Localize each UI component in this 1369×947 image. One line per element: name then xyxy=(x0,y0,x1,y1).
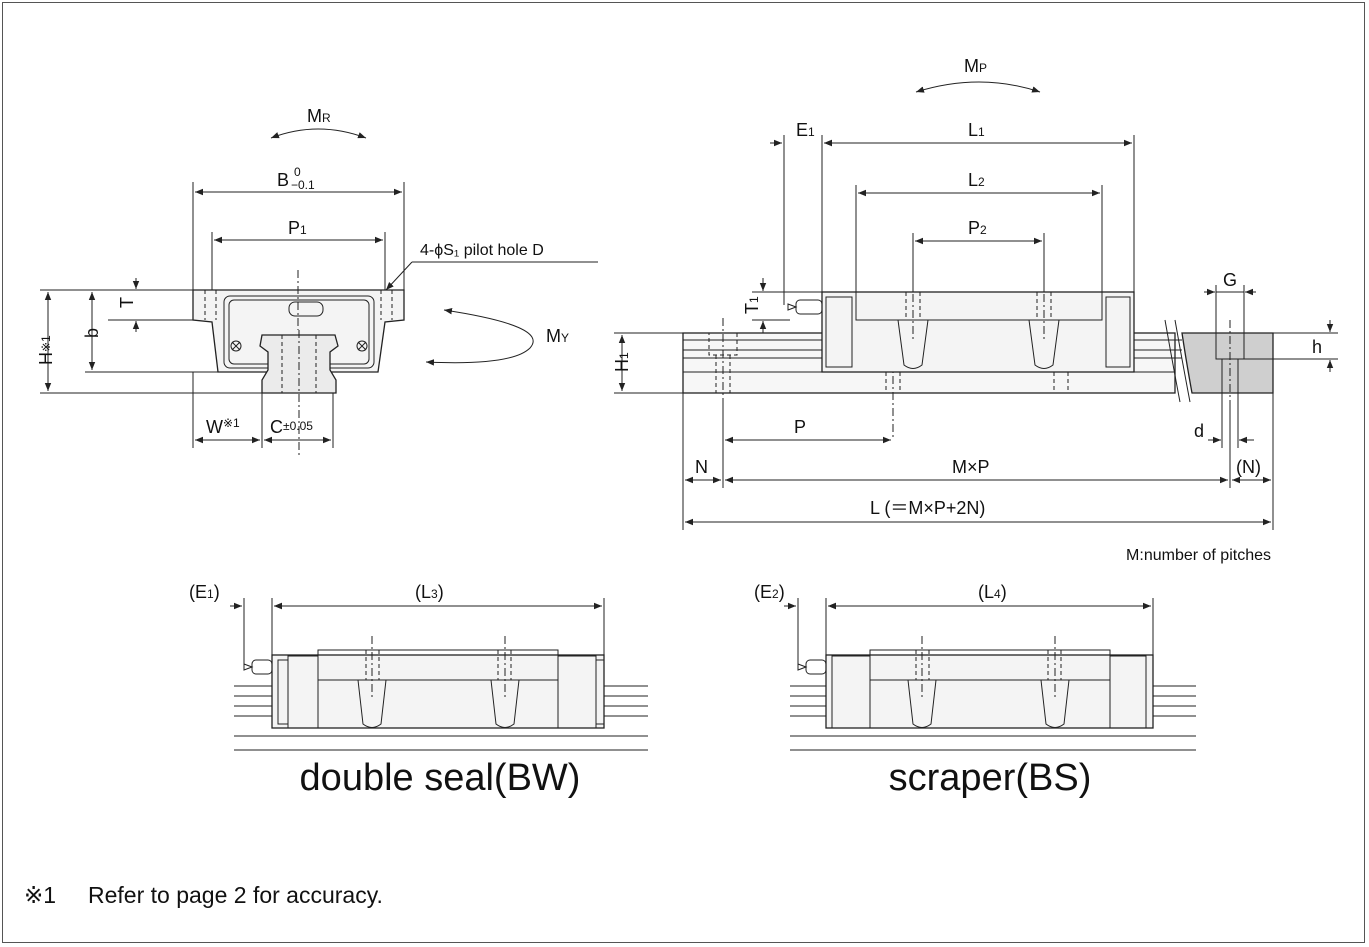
moment-pitch-arrow xyxy=(915,81,1041,93)
footnote-mark: ※1 xyxy=(24,882,56,908)
n-paren-label: (N) xyxy=(1236,457,1261,477)
h1-label: H1 xyxy=(612,352,632,372)
mxp-label: M×P xyxy=(952,457,990,477)
bs-carriage xyxy=(825,654,1154,729)
width-b-tol-lower: −0.1 xyxy=(291,178,315,192)
footnote-text: Refer to page 2 for accuracy. xyxy=(88,882,383,908)
e1-label: E1 xyxy=(796,120,815,140)
t1-label: T1 xyxy=(742,296,762,314)
n-label: N xyxy=(695,457,708,477)
l1-label: L1 xyxy=(968,120,985,140)
pitch-note: M:number of pitches xyxy=(1126,547,1271,564)
scraper-view: (E2) (L4) scraper(BS) xyxy=(754,582,1196,799)
moment-yaw-arrow xyxy=(425,308,534,366)
p2-label: P2 xyxy=(968,218,987,238)
width-b-label: B xyxy=(277,170,289,190)
width-w-label: W※1 xyxy=(206,416,240,437)
l2-label: L2 xyxy=(968,170,985,190)
bw-e1-label: (E1) xyxy=(189,582,220,602)
width-b-tol-upper: 0 xyxy=(294,165,301,179)
moment-yaw-label: MY xyxy=(546,326,569,346)
rail-section xyxy=(1181,332,1274,394)
moment-pitch-label: MP xyxy=(964,56,987,76)
l-total-label: L (＝M×P+2N) xyxy=(870,498,985,518)
moment-roll-arrow xyxy=(270,128,367,139)
bs-l4-label: (L4) xyxy=(978,582,1007,602)
bw-l3-label: (L3) xyxy=(415,582,444,602)
pitch-p1-label: P1 xyxy=(288,218,307,238)
p-label: P xyxy=(794,417,806,437)
g-label: G xyxy=(1223,270,1237,290)
scraper-caption: scraper(BS) xyxy=(889,757,1092,799)
double-seal-caption: double seal(BW) xyxy=(300,757,581,799)
carriage-side xyxy=(821,291,1135,373)
double-seal-view: (E1) (L3) double se xyxy=(189,582,648,799)
footnote: ※1 Refer to page 2 for accuracy. xyxy=(24,882,383,908)
bs-e2-label: (E2) xyxy=(754,582,785,602)
height-b-label: b xyxy=(82,328,102,338)
pilot-hole-label: 4-ϕS₁ pilot hole D xyxy=(420,242,544,259)
height-t-label: T xyxy=(117,297,137,308)
moment-roll-label: MR xyxy=(307,106,331,126)
side-view: MP E1 L1 L2 P2 T1 xyxy=(612,56,1338,564)
offset-c-label: C±0.05 xyxy=(270,417,313,437)
bw-carriage xyxy=(271,654,605,729)
h-label: h xyxy=(1312,337,1322,357)
front-view: MR B 0 −0.1 P1 4-ϕS₁ pilot hole D xyxy=(36,106,598,455)
d-label: d xyxy=(1194,421,1204,441)
height-h-label: H※1 xyxy=(36,335,56,365)
